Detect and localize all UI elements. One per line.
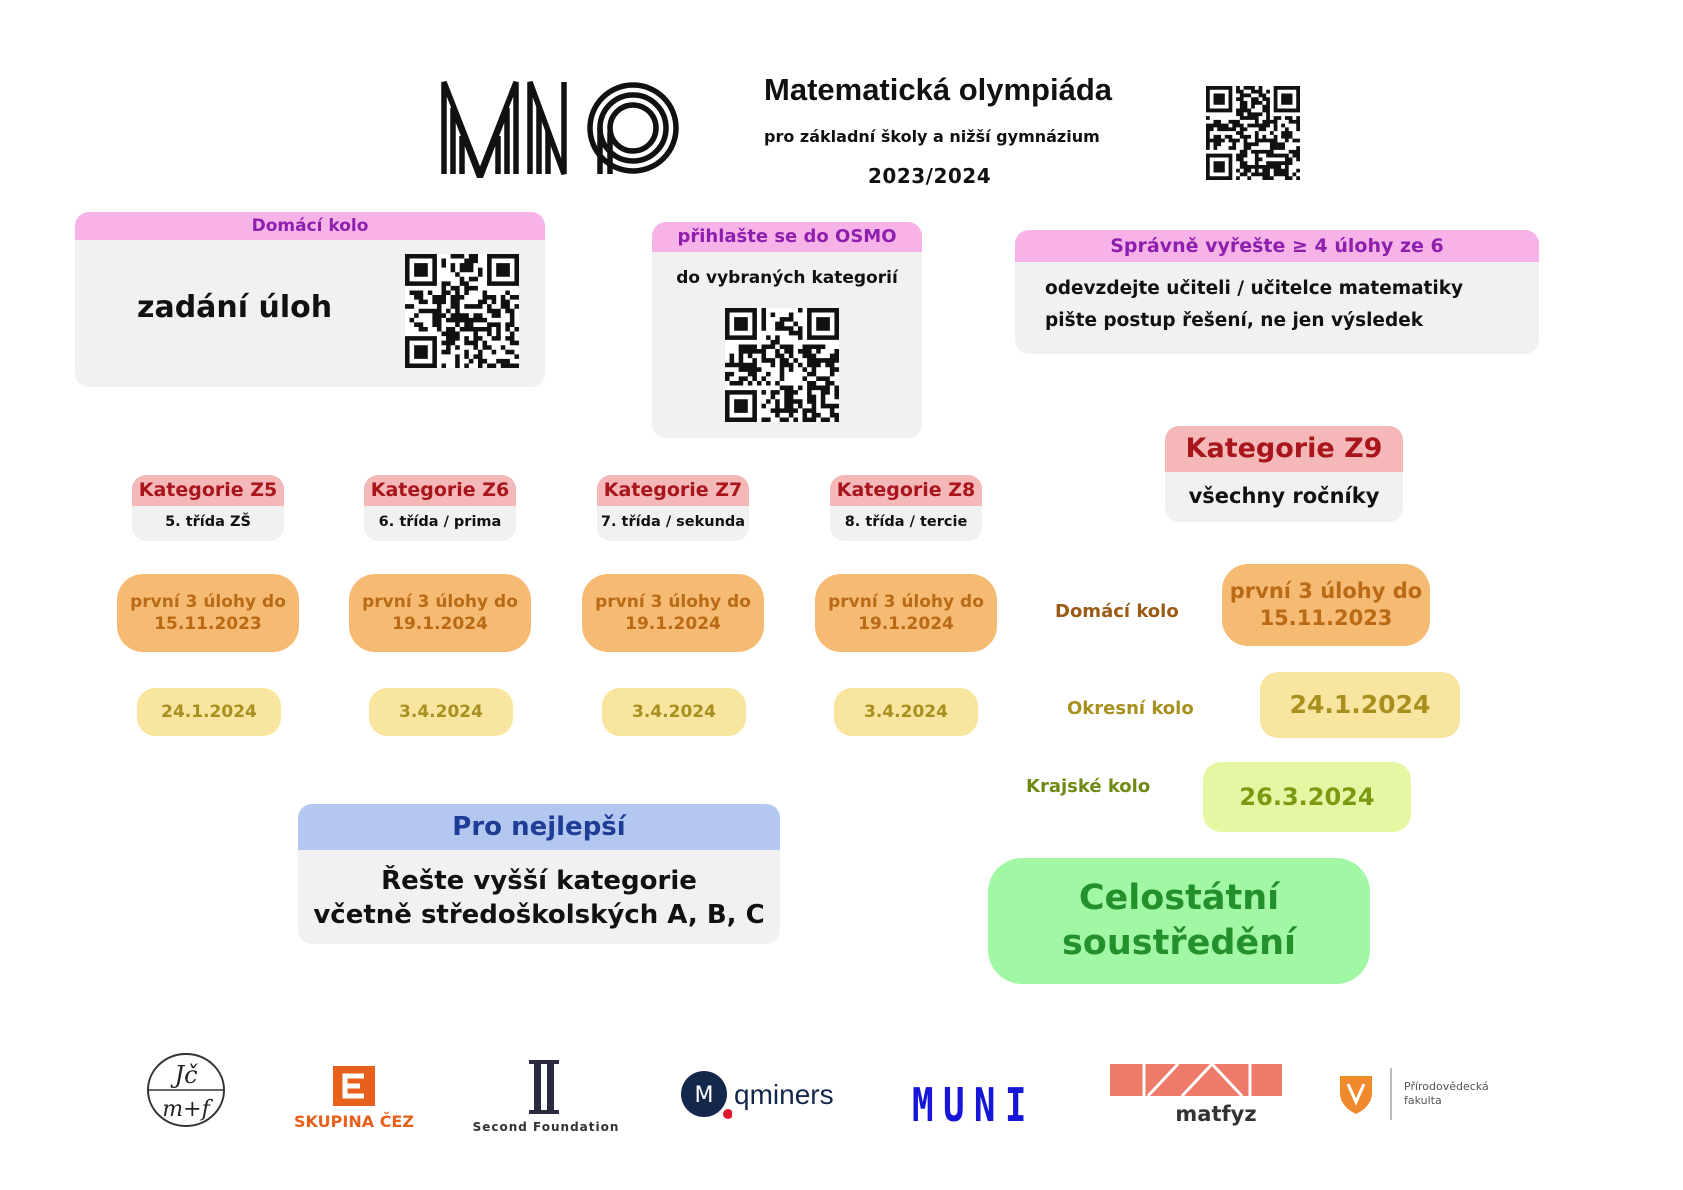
best-line-1: Řešte vyšší kategorie bbox=[381, 866, 697, 896]
deadline-date: 19.1.2024 bbox=[625, 614, 721, 634]
rules-line-1: odevzdejte učiteli / učitelce matematiky bbox=[1045, 278, 1464, 299]
category-z9-card: Kategorie Z9 všechny ročníky bbox=[1165, 426, 1403, 522]
home-round-card: Domácí kolo zadání úloh bbox=[75, 212, 545, 387]
category-grade: 6. třída / prima bbox=[378, 514, 502, 530]
svg-text:M: M bbox=[695, 1083, 714, 1108]
tasks-qr-code-icon[interactable] bbox=[405, 254, 519, 368]
cez-text: SKUPINA ČEZ bbox=[294, 1112, 414, 1131]
osmo-qr-code-icon[interactable] bbox=[725, 308, 839, 422]
z6-home-deadline: první 3 úlohy do 19.1.2024 bbox=[349, 574, 531, 652]
best-students-card: Pro nejlepší Řešte vyšší kategorie včetn… bbox=[298, 804, 780, 944]
district-round-label: Okresní kolo bbox=[1067, 698, 1194, 719]
deadline-label: první 3 úlohy do bbox=[828, 592, 984, 612]
cez-icon bbox=[333, 1066, 375, 1106]
osmo-text: do vybraných kategorií bbox=[676, 268, 898, 288]
prf-line-2: fakulta bbox=[1404, 1094, 1442, 1107]
z7-district-date: 3.4.2024 bbox=[602, 688, 746, 736]
z9-district-date: 24.1.2024 bbox=[1260, 672, 1460, 738]
prf-logo: Přírodovědecká fakulta bbox=[1336, 1066, 1489, 1122]
cez-logo: SKUPINA ČEZ bbox=[292, 1066, 416, 1131]
national-camp-badge: Celostátní soustředění bbox=[988, 858, 1370, 984]
home-round-heading: Domácí kolo bbox=[75, 212, 545, 240]
deadline-date: 15.11.2023 bbox=[1259, 606, 1393, 630]
mo-logo-icon bbox=[440, 78, 680, 186]
second-foundation-icon bbox=[529, 1060, 559, 1114]
jcmf-bottom-text: m+f bbox=[162, 1097, 213, 1122]
matfyz-icon bbox=[1110, 1062, 1282, 1098]
deadline-label: první 3 úlohy do bbox=[1229, 579, 1423, 603]
z9-home-deadline: první 3 úlohy do 15.11.2023 bbox=[1222, 564, 1430, 646]
osmo-card: přihlašte se do OSMO do vybraných katego… bbox=[652, 222, 922, 438]
deadline-label: první 3 úlohy do bbox=[362, 592, 518, 612]
jcmf-top-text: Jč bbox=[169, 1061, 198, 1089]
tasks-text: zadání úloh bbox=[137, 290, 333, 325]
qminers-text: qminers bbox=[734, 1079, 834, 1110]
category-grade: 8. třída / tercie bbox=[844, 514, 968, 530]
category-grade: 7. třída / sekunda bbox=[600, 514, 746, 530]
second-foundation-logo: Second Foundation bbox=[466, 1058, 626, 1134]
category-z8-card: Kategorie Z8 8. třída / tercie bbox=[830, 475, 982, 541]
qr-code-icon[interactable] bbox=[1206, 86, 1300, 180]
rules-heading: Správně vyřešte ≥ 4 úlohy ze 6 bbox=[1015, 230, 1539, 262]
category-name: Kategorie Z5 bbox=[132, 475, 284, 506]
category-name: Kategorie Z9 bbox=[1165, 426, 1403, 472]
z5-district-date: 24.1.2024 bbox=[137, 688, 281, 736]
prf-line-1: Přírodovědecká bbox=[1404, 1080, 1489, 1093]
qminers-logo: M qminers bbox=[680, 1070, 834, 1120]
osmo-heading: přihlašte se do OSMO bbox=[652, 222, 922, 252]
deadline-date: 15.11.2023 bbox=[154, 614, 262, 634]
category-grade: všechny ročníky bbox=[1188, 484, 1380, 508]
prf-shield-icon bbox=[1340, 1076, 1372, 1114]
z6-district-date: 3.4.2024 bbox=[369, 688, 513, 736]
z8-district-date: 3.4.2024 bbox=[834, 688, 978, 736]
home-round-label: Domácí kolo bbox=[1055, 601, 1179, 622]
second-foundation-text: Second Foundation bbox=[472, 1120, 620, 1134]
jcmf-logo: Jč m+f bbox=[146, 1052, 226, 1128]
muni-logo: MUNI bbox=[912, 1078, 1036, 1132]
category-z5-card: Kategorie Z5 5. třída ZŠ bbox=[132, 475, 284, 541]
national-line-2: soustředění bbox=[1061, 923, 1297, 963]
page-title: Matematická olympiáda bbox=[764, 72, 1113, 107]
matfyz-logo: matfyz bbox=[1110, 1062, 1282, 1126]
z5-home-deadline: první 3 úlohy do 15.11.2023 bbox=[117, 574, 299, 652]
rules-line-2: pište postup řešení, ne jen výsledek bbox=[1045, 310, 1424, 331]
category-name: Kategorie Z8 bbox=[830, 475, 982, 506]
regional-date: 26.3.2024 bbox=[1203, 762, 1411, 832]
page-subtitle: pro základní školy a nižší gymnázium bbox=[764, 127, 1100, 146]
category-name: Kategorie Z6 bbox=[364, 475, 516, 506]
deadline-date: 19.1.2024 bbox=[858, 614, 954, 634]
national-line-1: Celostátní bbox=[1078, 878, 1280, 918]
regional-round-label: Krajské kolo bbox=[1026, 776, 1151, 797]
z8-home-deadline: první 3 úlohy do 19.1.2024 bbox=[815, 574, 997, 652]
matfyz-text: matfyz bbox=[1175, 1102, 1257, 1126]
divider bbox=[1390, 1068, 1392, 1120]
deadline-label: první 3 úlohy do bbox=[130, 592, 286, 612]
best-heading: Pro nejlepší bbox=[298, 804, 780, 850]
school-year: 2023/2024 bbox=[868, 164, 992, 188]
rules-card: Správně vyřešte ≥ 4 úlohy ze 6 odevzdejt… bbox=[1015, 230, 1539, 354]
category-grade: 5. třída ZŠ bbox=[165, 514, 251, 530]
category-z7-card: Kategorie Z7 7. třída / sekunda bbox=[597, 475, 749, 541]
category-name: Kategorie Z7 bbox=[597, 475, 749, 506]
deadline-label: první 3 úlohy do bbox=[595, 592, 751, 612]
best-line-2: včetně středoškolských A, B, C bbox=[313, 900, 765, 930]
category-z6-card: Kategorie Z6 6. třída / prima bbox=[364, 475, 516, 541]
z7-home-deadline: první 3 úlohy do 19.1.2024 bbox=[582, 574, 764, 652]
deadline-date: 19.1.2024 bbox=[392, 614, 488, 634]
qminers-icon: M bbox=[681, 1071, 732, 1119]
